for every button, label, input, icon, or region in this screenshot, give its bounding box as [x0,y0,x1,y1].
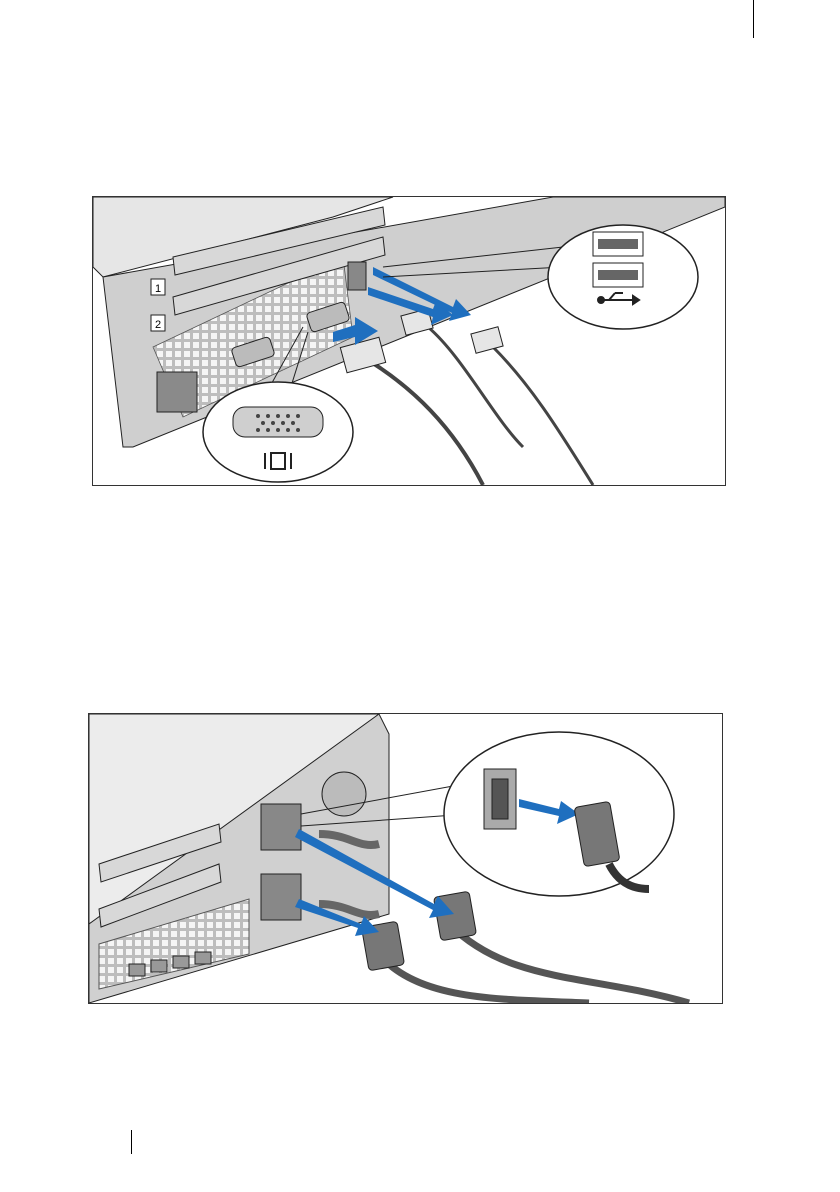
illustration-server-rear-usb-vga: 1 2 [93,197,725,485]
slot-label-2: 2 [155,319,161,331]
figure-connect-power-cables [88,713,723,1004]
header-rule [753,0,754,38]
usb-port-chassis [348,262,366,290]
figure-connect-keyboard-mouse-monitor: 1 2 [92,196,726,486]
footer-rule [131,1130,132,1154]
usb-cable [493,347,593,485]
usb-plug [471,327,503,354]
psu-block [157,372,197,412]
power-cable [449,924,689,1003]
vga-cable [363,357,483,485]
power-socket-icon [484,769,516,829]
illustration-server-rear-power [89,714,722,1003]
usb-port-tongue [598,239,638,249]
usb-port-tongue [598,270,638,280]
power-socket [261,804,301,850]
power-socket [261,874,301,920]
slot-label-1: 1 [155,283,161,295]
vga-port-icon [233,407,323,437]
